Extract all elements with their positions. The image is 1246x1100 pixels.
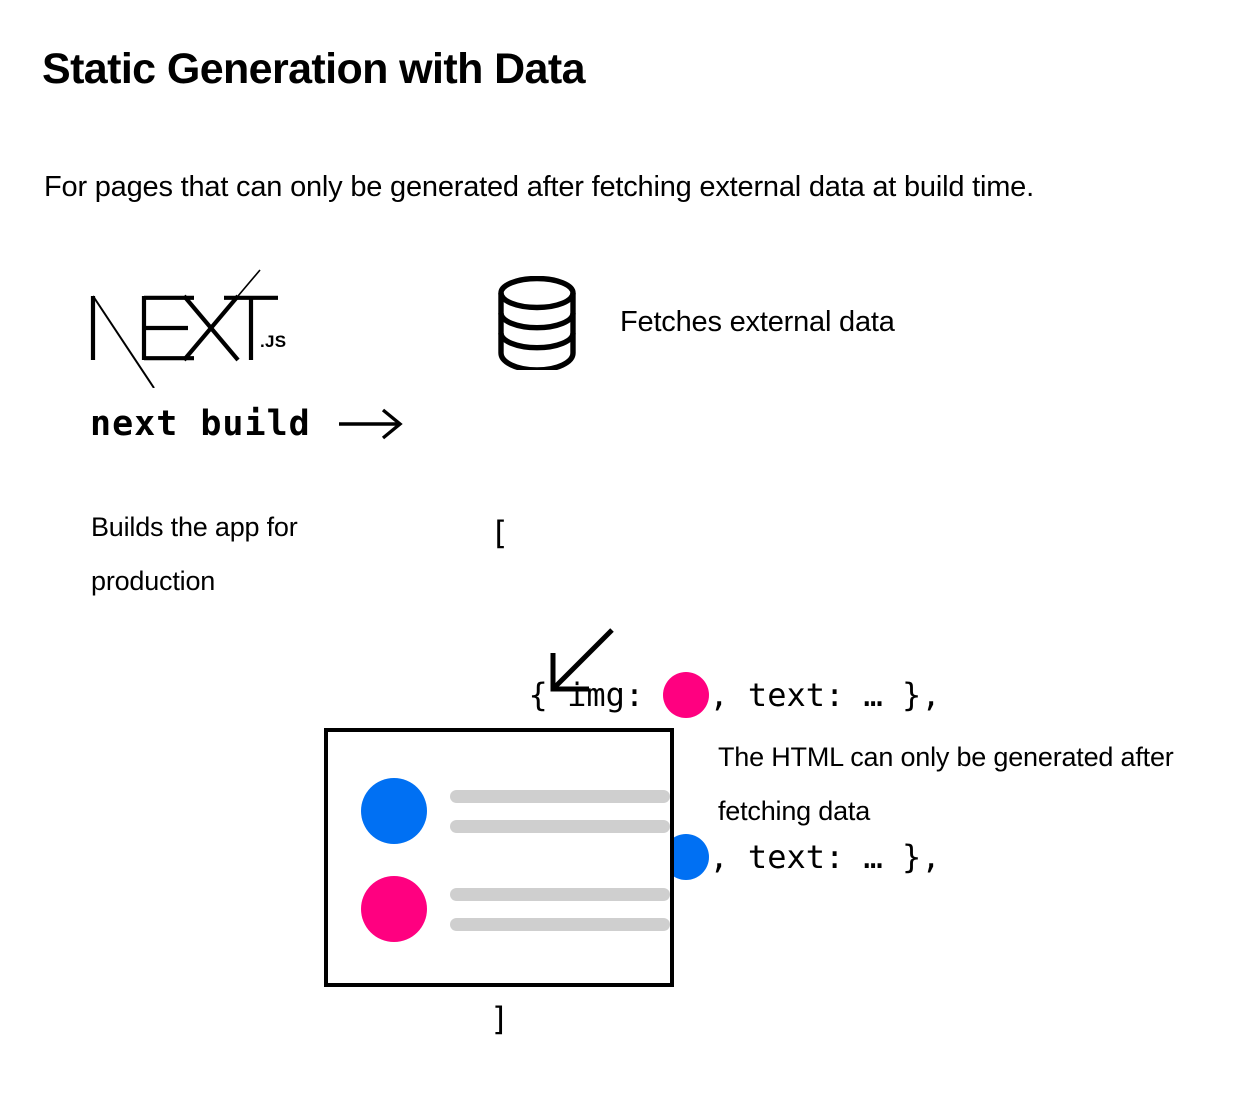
page-subtitle: For pages that can only be generated aft… [44,171,1034,203]
page-title: Static Generation with Data [42,45,586,93]
build-command-text: next build [90,404,311,444]
build-command-row: next build [90,404,407,444]
mockup-text-lines [450,887,670,931]
mockup-list-item [361,778,670,844]
pink-dot [663,672,710,718]
mockup-list-item [361,876,670,942]
code-line-open: [ [490,506,941,560]
database-label: Fetches external data [620,305,895,338]
code-open-bracket: [ [490,514,510,552]
mockup-text-bar [450,789,670,803]
build-caption: Builds the app for production [91,512,298,596]
code-suffix: , text: … }, [709,676,941,714]
code-line-item: { img: , text: … }, [490,668,941,722]
arrow-down-left-icon [550,628,614,692]
code-line-close: ] [490,992,941,1046]
database-cylinder-icon [498,276,576,370]
database-group: Fetches external data [496,276,895,370]
mockup-text-lines [450,789,670,833]
code-prefix: { img: [490,676,664,714]
code-close-bracket: ] [490,1000,510,1038]
mockup-text-bar [450,887,670,901]
nextjs-logo-suffix: .JS [260,332,287,351]
mockup-text-bar [450,819,670,833]
nextjs-logo: .JS [88,268,298,388]
nextjs-wordmark-icon [90,269,278,388]
mockup-text-bar [450,917,670,931]
mockup-caption: The HTML can only be generated after fet… [718,742,1174,826]
page-mockup [324,728,674,987]
right-arrow-icon [338,408,403,440]
pink-avatar [361,876,427,942]
code-suffix: , text: … }, [709,838,941,876]
blue-avatar [361,778,427,844]
